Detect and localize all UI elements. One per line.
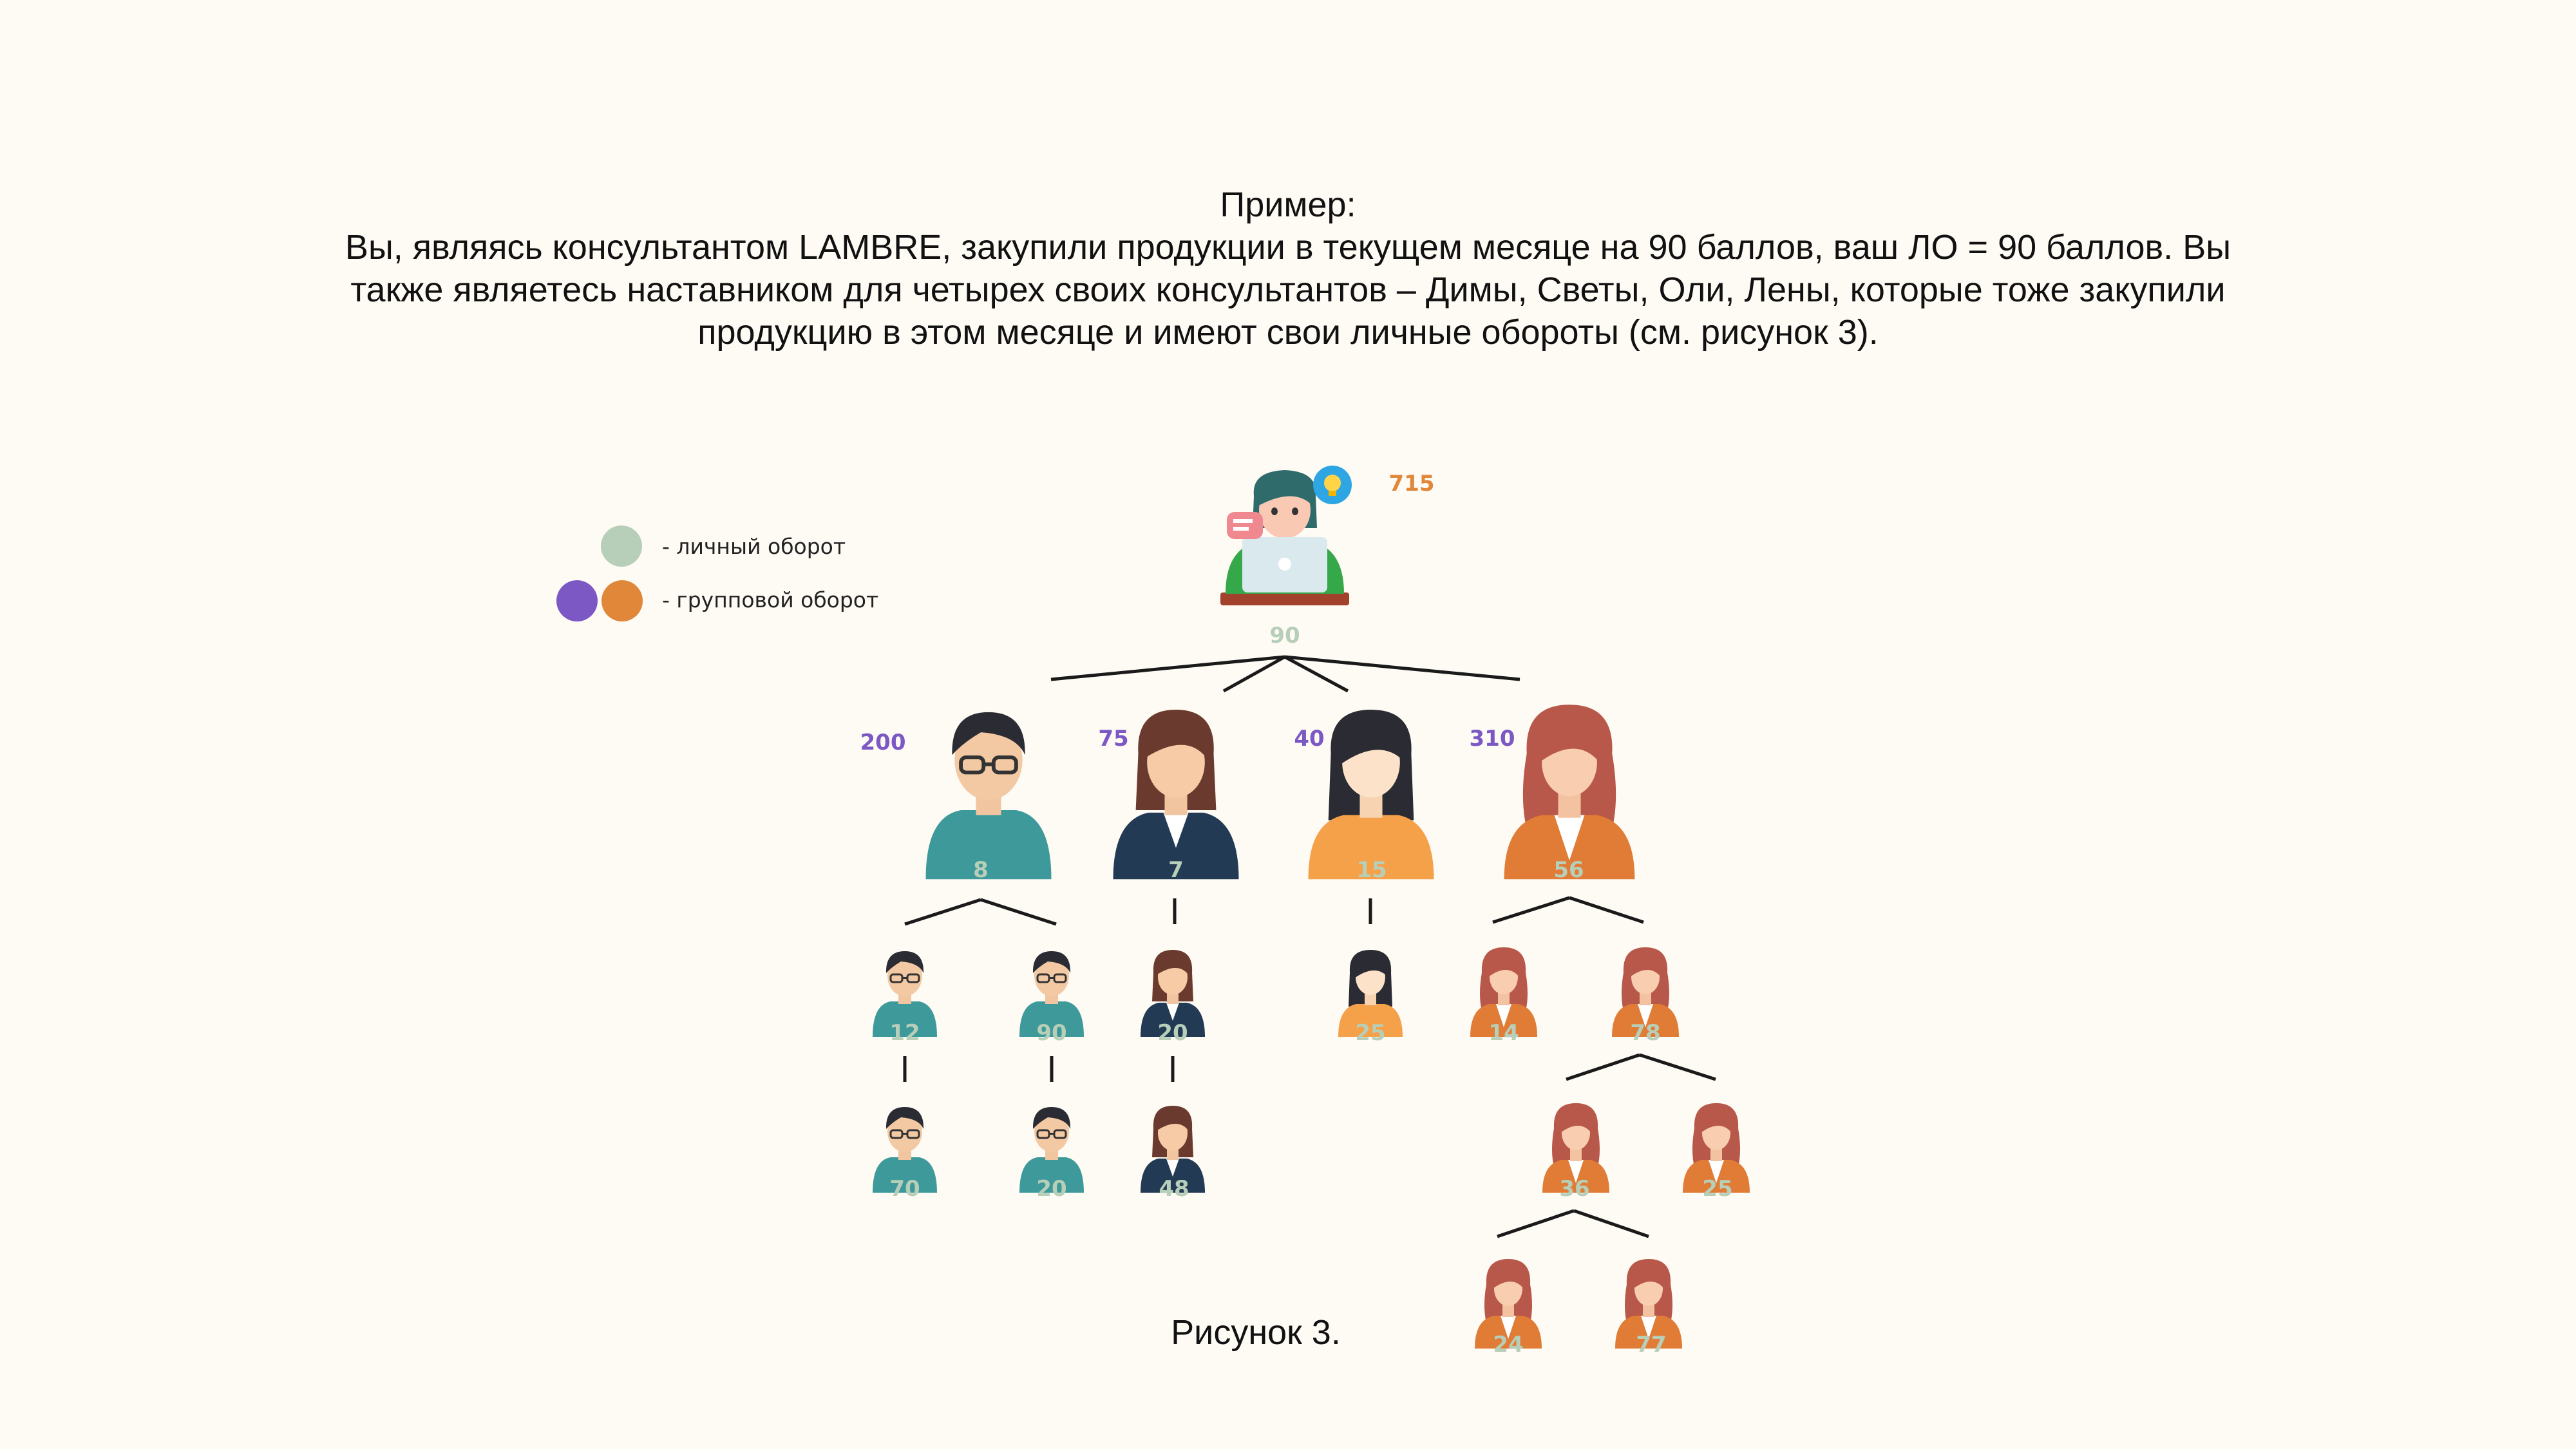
dima-personal-value: 8 xyxy=(973,857,989,883)
intro-line-2: также являетесь наставником для четырех … xyxy=(350,270,2226,309)
node-personal-value: 25 xyxy=(1355,1020,1385,1046)
node-personal-value: 36 xyxy=(1559,1176,1589,1202)
node-personal-value: 20 xyxy=(1157,1020,1188,1046)
lena-group-value: 310 xyxy=(1470,726,1515,752)
root-personal-value: 90 xyxy=(1269,623,1300,649)
dima-group-value: 200 xyxy=(860,730,906,755)
node-personal-value: 78 xyxy=(1630,1020,1660,1046)
legend-group-label: - групповой оборот xyxy=(662,587,878,612)
intro-title: Пример: xyxy=(1220,185,1356,224)
woman-red-hair-icon xyxy=(1504,705,1635,880)
intro-text: Пример: Вы, являясь консультантом LAMBRE… xyxy=(0,184,2576,354)
sveta-personal-value: 7 xyxy=(1168,857,1184,883)
lena-personal-value: 56 xyxy=(1553,857,1584,883)
node-personal-value: 14 xyxy=(1488,1020,1519,1046)
intro-line-3: продукцию в этом месяце и имеют свои лич… xyxy=(697,313,1879,352)
node-personal-value: 70 xyxy=(889,1176,920,1202)
olya-personal-value: 15 xyxy=(1356,857,1387,883)
node-personal-value: 48 xyxy=(1159,1176,1189,1202)
node-personal-value: 90 xyxy=(1036,1020,1066,1046)
woman-suit-icon xyxy=(1113,710,1239,880)
node-personal-value: 12 xyxy=(889,1020,920,1046)
figure-caption: Рисунок 3. xyxy=(1171,1313,1341,1352)
intro-line-1: Вы, являясь консультантом LAMBRE, закупи… xyxy=(345,228,2231,267)
man-glasses-icon xyxy=(926,712,1052,879)
woman-dark-hair-icon xyxy=(1308,710,1434,880)
node-personal-value: 24 xyxy=(1493,1332,1523,1358)
node-personal-value: 20 xyxy=(1036,1176,1066,1202)
olya-group-value: 40 xyxy=(1294,726,1324,752)
legend-personal-swatch xyxy=(601,526,642,567)
girl-laptop-icon xyxy=(1220,466,1352,605)
legend-group-orange-swatch xyxy=(601,580,643,621)
connector-lines xyxy=(903,655,1716,1238)
node-personal-value: 77 xyxy=(1636,1332,1666,1358)
legend-group-purple-swatch xyxy=(556,580,598,621)
sveta-group-value: 75 xyxy=(1098,726,1128,752)
legend-personal-label: - личный оборот xyxy=(662,534,846,559)
root-group-value: 715 xyxy=(1389,471,1435,497)
node-personal-value: 25 xyxy=(1702,1176,1732,1202)
